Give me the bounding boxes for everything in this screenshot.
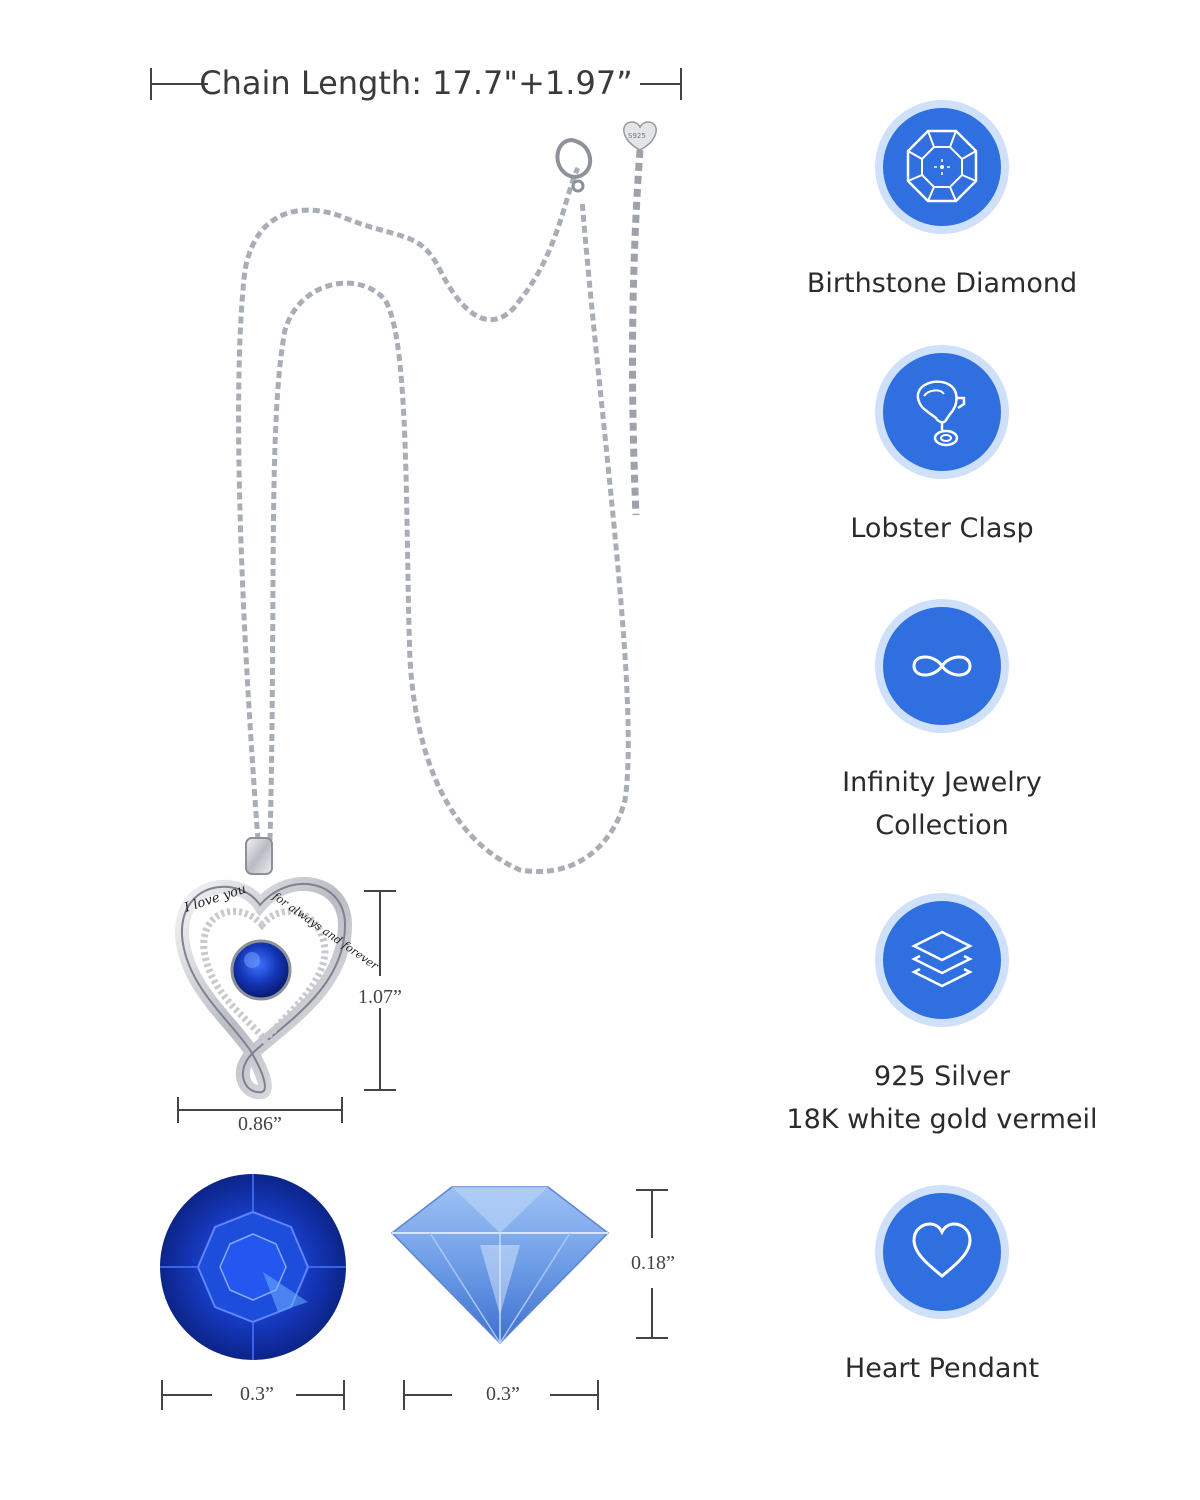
layers-icon [911,930,973,988]
stone-side-width-bracket [403,1380,599,1410]
heart-tag-text: S925 [628,132,646,140]
feature-infinity-collection: Infinity Jewelry Collection [780,599,1104,847]
pendant-height-label: 1.07” [358,986,402,1008]
feature-label: Birthstone Diamond [806,268,1078,299]
feature-label: Heart Pendant [844,1353,1040,1384]
outer-chain [236,166,581,841]
feature-label: Lobster Clasp [850,513,1034,544]
stone-highlight [244,952,260,968]
stone-depth-bracket [636,1189,668,1339]
necklace-image: S925 I love you for always and forever [174,121,657,1100]
pendant-width-label: 0.86” [238,1113,282,1135]
chain-length-bracket [150,68,682,100]
inner-chain [267,199,631,874]
extender-chain [629,149,644,516]
feature-badge [875,345,1009,479]
center-stone [230,939,292,1001]
pendant-bail [245,837,273,875]
chain-length-dimension: Chain Length: 17.7"+1.97” [150,60,682,108]
feature-heart-pendant: Heart Pendant [780,1185,1104,1390]
lobster-clasp-icon [916,380,966,447]
stone-side-width-label: 0.3” [486,1383,520,1405]
feature-lobster-clasp: Lobster Clasp [780,345,1104,550]
infinity-icon [912,655,972,677]
stone-side-view [390,1186,610,1345]
feature-label-line-1: 925 Silver [874,1061,1010,1092]
stone-top-view [160,1174,346,1360]
gem-icon [906,129,978,203]
feature-925-silver: 925 Silver 18K white gold vermeil [780,893,1104,1141]
pendant-width-bracket [177,1097,343,1123]
pendant-height-bracket [364,890,396,1091]
heart-outline [180,883,347,1094]
feature-label-line-1: Infinity Jewelry [842,767,1042,798]
heart-icon [912,1222,972,1278]
heart-tag [623,121,657,151]
chain-length-label: Chain Length: 17.7"+1.97” [199,64,633,102]
inner-pave-heart [200,907,329,1046]
feature-badge [875,893,1009,1027]
feature-birthstone-diamond: Birthstone Diamond [780,100,1104,305]
lobster-clasp [555,137,593,193]
feature-badge [875,1185,1009,1319]
feature-badge [875,599,1009,733]
stone-diameter-bracket [161,1380,345,1410]
feature-label-line-2: 18K white gold vermeil [786,1104,1098,1135]
stone-diameter-label: 0.3” [240,1383,274,1405]
stone-depth-label: 0.18” [631,1252,675,1274]
feature-label-line-2: Collection [875,810,1009,841]
feature-badge [875,100,1009,234]
